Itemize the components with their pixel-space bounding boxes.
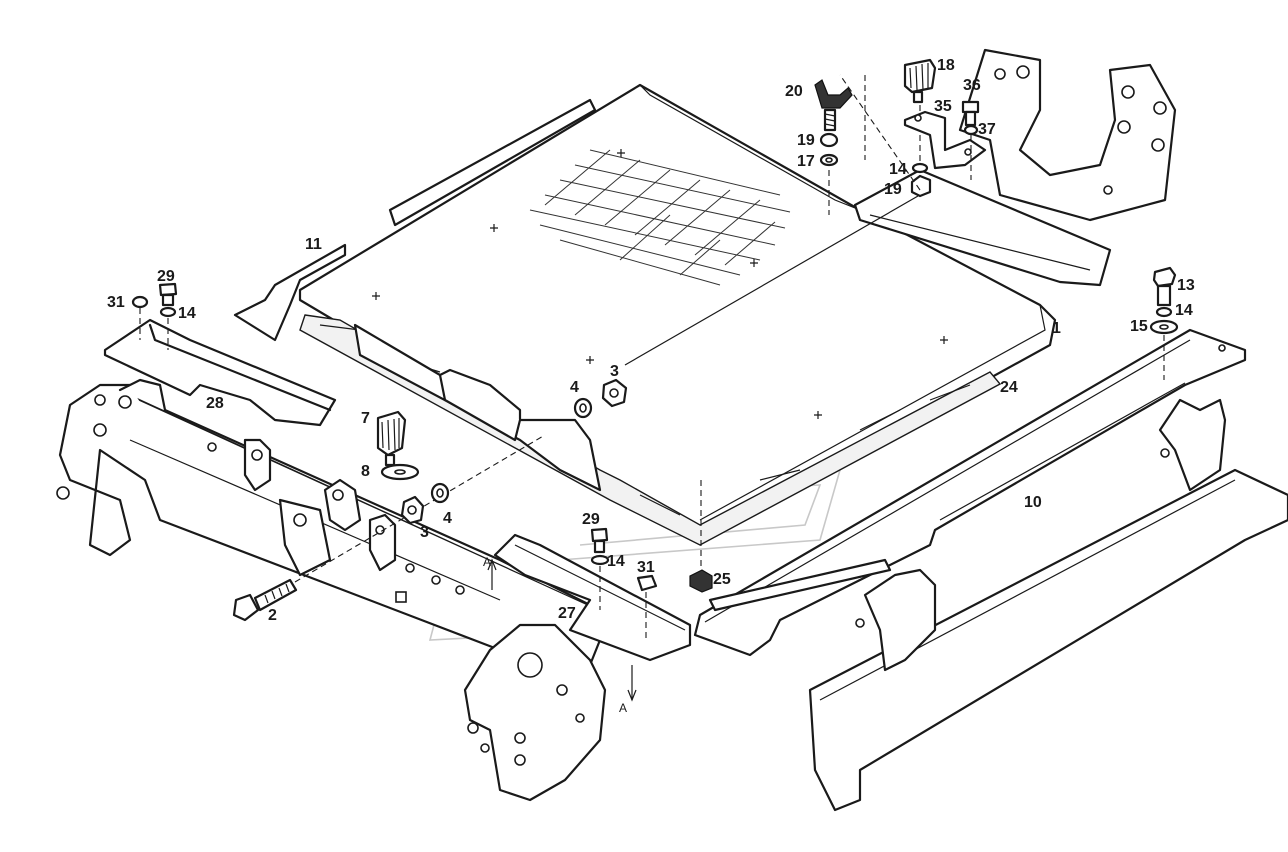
section-marker-a-top	[487, 558, 497, 590]
section-label-a-bottom: A	[619, 701, 627, 715]
callout-labels: 1 2 3 3 4 4 7 8 10 11 13 14 14 14 14 15 …	[107, 57, 1195, 715]
callout-2: 2	[268, 607, 277, 624]
washer-14-middle	[590, 554, 610, 566]
bracket-35	[903, 110, 987, 170]
bolt-2	[232, 578, 298, 622]
callout-13: 13	[1177, 277, 1195, 294]
callout-3-lower: 3	[420, 524, 429, 541]
callout-4-lower: 4	[443, 510, 452, 527]
callout-20: 20	[785, 83, 803, 100]
washer-14-left	[159, 306, 177, 318]
callout-11: 11	[305, 236, 322, 253]
washer-4-upper	[573, 397, 593, 419]
mesh-grid	[529, 149, 791, 286]
callout-27: 27	[558, 605, 576, 622]
left-fastener-axes	[139, 308, 169, 350]
callout-24: 24	[1000, 379, 1018, 396]
leader-19-to-tray	[624, 195, 919, 366]
bolt-29-middle	[590, 527, 609, 554]
callout-19-upper: 19	[797, 132, 815, 149]
callout-3-upper: 3	[610, 363, 619, 380]
left-side-rail	[233, 98, 597, 342]
section-marker-a-bottom	[627, 665, 637, 702]
callout-10: 10	[1024, 494, 1042, 511]
nut-3-lower	[400, 495, 425, 525]
knob-7	[376, 410, 407, 467]
middle-fastener-axes	[599, 566, 647, 640]
washer-14-right	[1155, 306, 1173, 318]
wing-nut-20	[814, 79, 853, 132]
callout-14-middle: 14	[607, 553, 625, 570]
callout-15: 15	[1130, 318, 1148, 335]
left-frame	[56, 378, 607, 802]
callout-29-left: 29	[157, 268, 175, 285]
base-beam	[808, 398, 1288, 812]
washer-15	[1149, 319, 1179, 335]
callout-14-top: 14	[889, 161, 907, 178]
callout-14-left: 14	[178, 305, 196, 322]
floor-tray	[298, 83, 1057, 537]
nut-3-upper	[601, 378, 628, 408]
callout-25: 25	[713, 571, 731, 588]
bolt-13	[1152, 266, 1177, 307]
callout-18: 18	[937, 57, 955, 74]
nut-31-left	[131, 295, 149, 309]
callout-19-lower: 19	[884, 181, 902, 198]
washer-14-right-top	[911, 162, 929, 174]
callout-14-right: 14	[1175, 302, 1193, 319]
callout-31-middle: 31	[637, 559, 655, 576]
callout-28: 28	[206, 395, 224, 412]
callout-37: 37	[978, 121, 996, 138]
callout-7: 7	[361, 410, 370, 427]
knob-18	[903, 58, 937, 104]
washer-19-lower	[910, 174, 932, 198]
callout-17: 17	[797, 153, 815, 170]
right-cross-rail	[693, 328, 1247, 657]
washer-37	[963, 124, 979, 136]
callout-8: 8	[361, 463, 370, 480]
callout-31-left: 31	[107, 294, 125, 311]
left-bracket	[103, 318, 337, 427]
washer-8	[380, 463, 420, 481]
callout-36: 36	[963, 77, 981, 94]
bolt-29-left	[158, 282, 178, 307]
callout-35: 35	[934, 98, 952, 115]
tray-channel	[353, 323, 602, 492]
callout-1: 1	[1052, 320, 1061, 337]
washer-17	[819, 153, 839, 167]
washer-19-upper	[819, 132, 839, 148]
bracket-guide-lines	[839, 74, 921, 191]
callout-29-middle: 29	[582, 511, 600, 528]
nut-31-middle	[636, 574, 658, 592]
nut-25	[689, 569, 713, 593]
callout-4-upper: 4	[570, 379, 579, 396]
section-label-a-top: A	[483, 555, 491, 569]
bolt-36	[961, 100, 980, 127]
washer-4-lower	[430, 482, 450, 504]
